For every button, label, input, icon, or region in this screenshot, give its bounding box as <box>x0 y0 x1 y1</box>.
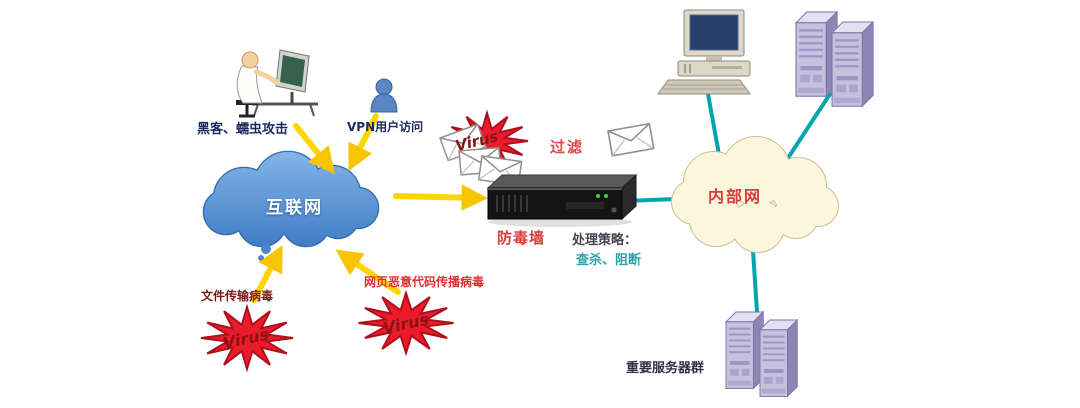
arrow-webvirus-to-internet <box>335 249 401 295</box>
server-tower-icon <box>725 311 765 390</box>
server-tower-icon <box>830 20 875 108</box>
server-group-icon <box>725 311 799 398</box>
cloud-drip-small <box>258 255 264 261</box>
firewall-icon <box>486 173 638 227</box>
hacker-icon <box>236 49 318 118</box>
arrow-hacker-to-internet <box>293 123 335 175</box>
link-intranet-top-servers <box>786 92 832 160</box>
internet-cloud-shape <box>202 150 380 261</box>
workstation-icon <box>657 9 751 95</box>
server-towers-top <box>794 10 875 108</box>
mail-icon-right <box>607 122 655 157</box>
arrow-internet-to-firewall <box>393 184 488 211</box>
server-tower-icon <box>759 319 799 398</box>
vpn-user-icon <box>370 78 398 113</box>
cloud-drip <box>261 244 271 254</box>
server-tower-icon <box>794 10 839 98</box>
link-intranet-workstation <box>706 92 722 162</box>
arrow-filevirus-to-internet <box>251 244 283 303</box>
intranet-cloud-shape <box>671 136 839 253</box>
attack-arrows <box>251 113 488 303</box>
arrow-vpn-to-internet <box>348 113 379 172</box>
